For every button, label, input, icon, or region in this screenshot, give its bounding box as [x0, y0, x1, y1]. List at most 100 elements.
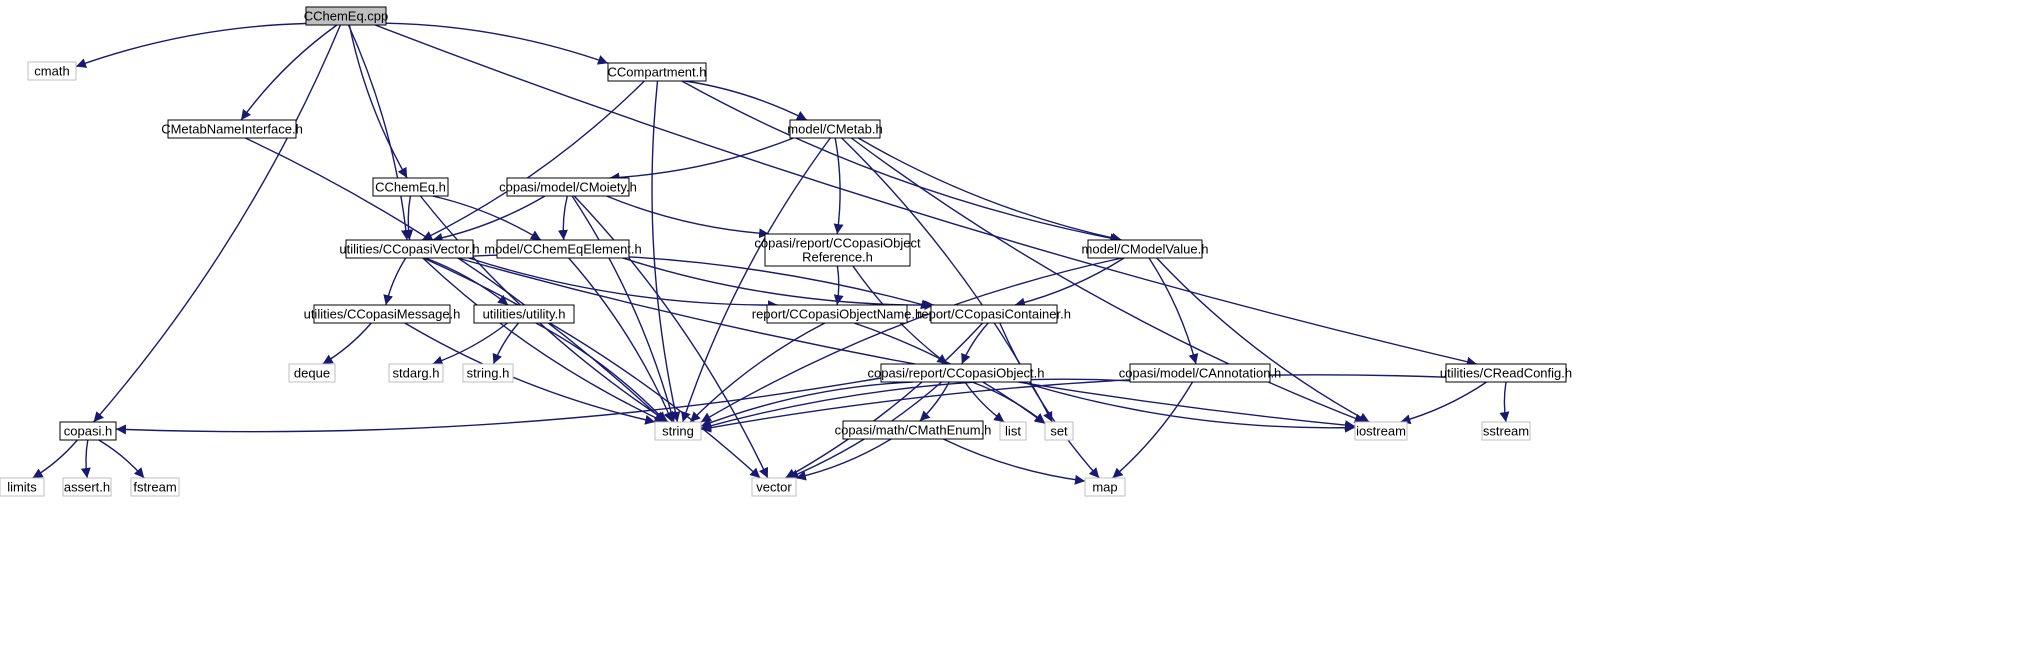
node-box: [1481, 421, 1531, 441]
edge-cchemeq_cpp-to-cchemeq_h: [348, 24, 408, 179]
edge-cchemeq_cpp-to-ccompartment_h: [385, 22, 609, 65]
edge-report_ccopasicontainer_h-to-vector: [785, 322, 984, 479]
node-list: list: [999, 421, 1027, 441]
edge-utilities_ccopasimessage_h-to-deque: [322, 322, 372, 365]
node-cchemeq-cpp[interactable]: CChemEq.cpp: [304, 6, 389, 26]
node-label: model/CModelValue.h: [1082, 242, 1209, 257]
node-label: stdarg.h: [393, 366, 440, 381]
edge-utilities_ccopasivector_h-to-utilities_utility_h: [425, 257, 509, 306]
node-cmetabnameinterface-h[interactable]: CMetabNameInterface.h: [161, 119, 303, 139]
node-label: cmath: [34, 64, 69, 79]
edge-utilities_ccopasivector_h-to-iostream: [457, 257, 1356, 431]
node-label: utilities/utility.h: [483, 307, 566, 322]
edge-utilities_ccopasivector_h-to-vector: [423, 257, 761, 479]
node-label: utilities/CReadConfig.h: [1440, 366, 1572, 381]
edge-copasi_report_ccopasiobject_h-to-copasi_math_cmathenum_h: [919, 381, 950, 422]
node-map: map: [1084, 477, 1126, 497]
node-report-ccopasicontainer-h[interactable]: report/CCopasiContainer.h: [917, 304, 1071, 324]
dependency-edges: [32, 22, 1510, 485]
node-box: [305, 6, 387, 26]
node-box: [1084, 477, 1126, 497]
edge-model_cmodelvalue_h-to-report_ccopasicontainer_h: [1014, 257, 1125, 308]
node-sstream: sstream: [1481, 421, 1531, 441]
node-label: CChemEq.cpp: [304, 9, 389, 24]
file-nodes: CChemEq.cpp cmath copasi.h CMetabNameInterf…: [0, 6, 1572, 497]
node-model-cchemeqelement-h[interactable]: model/CChemEqElement.h: [484, 239, 642, 259]
node-box: [789, 119, 881, 139]
node-box: [27, 61, 77, 81]
node-utilities-creadconfig-h[interactable]: utilities/CReadConfig.h: [1440, 363, 1572, 383]
node-label: fstream: [133, 480, 176, 495]
node-report-ccopasiobjectname-h[interactable]: report/CCopasiObjectName.h: [752, 304, 923, 324]
node-set: set: [1044, 421, 1074, 441]
node-box: [167, 119, 297, 139]
edge-report_ccopasiobjectname_h-to-string: [689, 322, 826, 423]
edge-cchemeq_cpp-to-cmetabnameinterface_h: [240, 24, 338, 121]
edge-cchemeq_h-to-model_cchemeqelement_h: [432, 195, 542, 241]
node-string-h: string.h: [462, 363, 514, 383]
node-box: [372, 177, 449, 197]
edge-copasi_model_cmoiety_h-to-utilities_ccopasivector_h: [432, 195, 546, 243]
edge-cmetabnameinterface_h-to-string: [245, 137, 666, 423]
node-box: [462, 363, 514, 383]
edge-model_cchemeqelement_h-to-string: [568, 257, 673, 423]
node-label: copasi/report/CCopasiObject.h: [867, 366, 1044, 381]
node-box: [473, 304, 575, 324]
node-label: sstream: [1483, 424, 1529, 439]
node-utilities-ccopasimessage-h[interactable]: utilities/CCopasiMessage.h: [304, 304, 461, 324]
edge-utilities_utility_h-to-string_h: [492, 322, 520, 365]
node-box: [59, 421, 117, 441]
node-copasi-report-ccopasiobject-h[interactable]: copasi/report/CCopasiObject.h: [867, 363, 1045, 383]
edge-copasi_math_cmathenum_h-to-map: [942, 438, 1086, 485]
node-copasi-math-cmathenum-h[interactable]: copasi/math/CMathEnum.h: [835, 420, 992, 440]
node-label: set: [1050, 424, 1068, 439]
node-label: map: [1092, 480, 1117, 495]
edge-utilities_ccopasivector_h-to-report_ccopasiobjectname_h: [468, 257, 778, 311]
edge-cchemeq_cpp-to-cmath: [75, 22, 307, 68]
node-label: deque: [294, 366, 330, 381]
node-utilities-utility-h[interactable]: utilities/utility.h: [473, 304, 575, 324]
edge-copasi_math_cmathenum_h-to-vector: [795, 438, 892, 481]
edge-utilities_creadconfig_h-to-string: [700, 374, 1447, 433]
node-model-cmetab-h[interactable]: model/CMetab.h: [787, 119, 883, 139]
edge-ccompartment_h-to-utilities_ccopasivector_h: [421, 80, 645, 241]
node-box: [607, 62, 707, 82]
node-utilities-ccopasivector-h[interactable]: utilities/CCopasiVector.h: [339, 239, 480, 259]
node-copasi-model-cmoiety-h[interactable]: copasi/model/CMoiety.h: [499, 177, 637, 197]
edge-utilities_utility_h-to-stdarg_h: [432, 322, 508, 366]
edge-cchemeq_cpp-to-copasi_h: [93, 24, 342, 423]
edge-copasi_h-to-fstream: [98, 439, 145, 479]
edge-copasi_report_ccopasiobject_h-to-iostream: [1021, 381, 1356, 433]
node-box: [880, 363, 1032, 383]
edge-copasi_h-to-assert_h: [80, 439, 91, 479]
node-model-cmodelvalue-h[interactable]: model/CModelValue.h: [1082, 239, 1209, 259]
edge-model_cchemeqelement_h-to-report_ccopasicontainer_h: [622, 257, 935, 311]
node-box: [288, 363, 336, 383]
node-label: copasi.h: [64, 424, 112, 439]
edge-cchemeq_cpp-to-utilities_creadconfig_h: [374, 24, 1477, 367]
edge-ccompartment_h-to-model_cmetab_h: [684, 80, 808, 121]
node-copasi-h[interactable]: copasi.h: [59, 421, 117, 441]
node-box: [751, 477, 797, 497]
edge-copasi_report_ccopasiobject_h-to-set: [971, 381, 1046, 424]
node-box: [130, 477, 180, 497]
edge-model_cmodelvalue_h-to-iostream: [1156, 257, 1370, 423]
edge-model_cmetab_h-to-copasi_model_cmoiety_h: [609, 137, 794, 183]
node-box: [766, 304, 908, 324]
node-label: model/CChemEqElement.h: [484, 242, 642, 257]
node-label: CCompartment.h: [608, 65, 707, 80]
node-label: copasi/model/CAnnotation.h: [1119, 366, 1282, 381]
node-string: string: [654, 421, 702, 441]
node-copasi-model-cannotation-h[interactable]: copasi/model/CAnnotation.h: [1119, 363, 1282, 383]
edge-ccopasiobjectreference_h-to-report_ccopasiobjectname_h: [833, 265, 844, 306]
node-cchemeq-h[interactable]: CChemEq.h: [372, 177, 449, 197]
edge-report_ccopasicontainer_h-to-map: [999, 322, 1100, 479]
node-label: CMetabNameInterface.h: [161, 122, 303, 137]
node-ccompartment-h[interactable]: CCompartment.h: [607, 62, 707, 82]
edge-ccompartment_h-to-model_cmodelvalue_h: [681, 80, 1121, 244]
edge-copasi_h-to-limits: [32, 439, 78, 479]
node-box: [62, 477, 112, 497]
edge-model_cmetab_h-to-model_cmodelvalue_h: [857, 137, 1122, 243]
